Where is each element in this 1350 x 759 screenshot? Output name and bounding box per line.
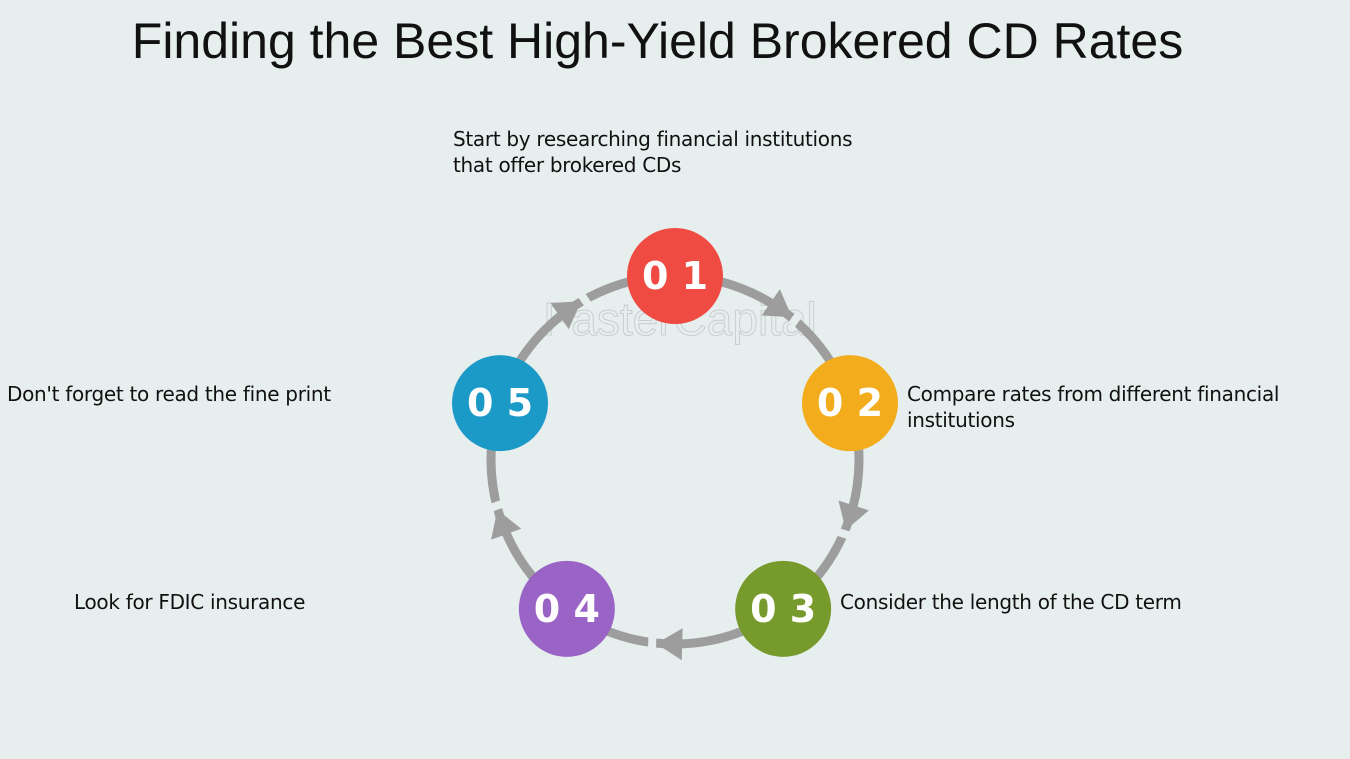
step-2-text: Compare rates from different financial i… [907,382,1280,432]
arrowhead-icon [656,628,683,661]
step-circle [452,355,549,452]
step-5-node: 0 5 [452,355,549,452]
step-5-text: Don't forget to read the fine print [7,382,331,406]
step-circle [735,560,832,657]
step-circle [518,560,615,657]
step-3-text: Consider the length of the CD term [840,590,1182,614]
step-circle [801,355,898,452]
step-3-node: 0 3 [735,560,832,657]
step-number: 0 2 [817,381,883,425]
page-title: Finding the Best High-Yield Brokered CD … [131,13,1184,69]
step-circle [627,228,723,324]
step-2-node: 0 2 [801,355,898,452]
step-1-text: Start by researching financial instituti… [453,127,853,177]
arrowhead-icon [491,509,522,540]
step-1-node: 0 1 [627,228,723,324]
arrowhead-icon [761,289,793,318]
arrowhead-icon [838,500,869,531]
step-number: 0 3 [750,587,816,631]
step-4-node: 0 4 [518,560,615,657]
step-number: 0 4 [534,587,600,631]
arrowhead-icon [550,301,581,330]
step-number: 0 5 [467,381,533,425]
step-number: 0 1 [642,254,708,298]
step-4-text: Look for FDIC insurance [74,590,306,614]
